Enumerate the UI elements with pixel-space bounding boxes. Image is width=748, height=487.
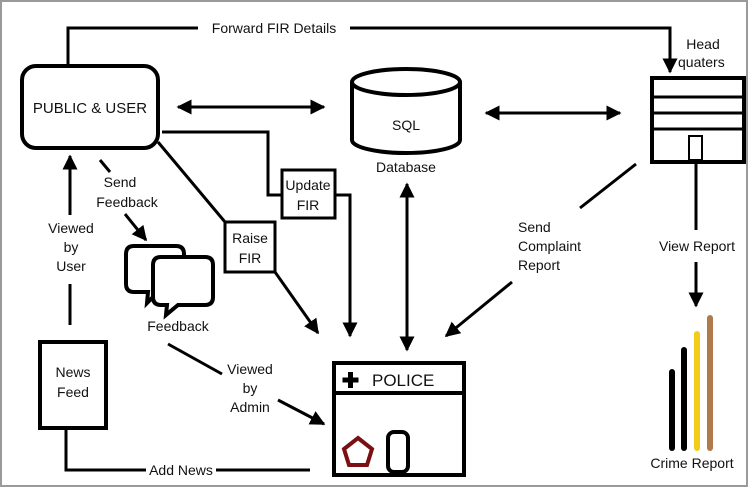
news-feed-node: News Feed bbox=[38, 340, 108, 430]
police-label: POLICE bbox=[372, 371, 434, 390]
edge-viewed-by-user: Viewed by User bbox=[48, 154, 94, 325]
send-feedback-label-line2: Feedback bbox=[96, 194, 158, 210]
edge-send-complaint: Send Complaint Report bbox=[444, 162, 637, 338]
feedback-node: Feedback bbox=[124, 244, 215, 334]
pentagon-icon bbox=[341, 435, 375, 467]
viewed-by-admin-label-line1: Viewed bbox=[227, 361, 273, 377]
viewed-by-user-label-line1: Viewed bbox=[48, 220, 94, 236]
update-fir-label-line1: Update bbox=[285, 177, 330, 193]
view-report-label: View Report bbox=[659, 238, 735, 254]
crime-report-label: Crime Report bbox=[650, 455, 733, 471]
send-complaint-label-line3: Report bbox=[518, 257, 560, 273]
chat-bubbles-icon bbox=[124, 244, 215, 320]
public-user-label: PUBLIC & USER bbox=[33, 100, 147, 117]
plus-icon bbox=[342, 372, 359, 388]
sql-label: SQL bbox=[392, 117, 420, 133]
raise-fir-label-line1: Raise bbox=[232, 230, 268, 246]
viewed-by-user-label-line3: User bbox=[56, 258, 86, 274]
building-icon bbox=[650, 76, 746, 164]
headquarters-label-line2: quaters bbox=[678, 54, 725, 70]
send-complaint-label-line1: Send bbox=[518, 219, 551, 235]
add-news-label: Add News bbox=[149, 462, 213, 478]
bar-chart-icon bbox=[669, 315, 713, 451]
viewed-by-user-label-line2: by bbox=[64, 239, 79, 255]
cylinder-icon bbox=[350, 67, 462, 155]
viewed-by-admin-label-line3: Admin bbox=[230, 399, 270, 415]
feedback-label: Feedback bbox=[147, 318, 209, 334]
database-label: Database bbox=[376, 159, 436, 175]
send-feedback-label-line1: Send bbox=[104, 174, 137, 190]
edge-update-fir: Update FIR bbox=[162, 130, 358, 338]
edge-viewed-by-admin: Viewed by Admin bbox=[167, 342, 326, 426]
edge-forward-fir: Forward FIR Details bbox=[66, 20, 678, 74]
edge-add-news: Add News bbox=[64, 430, 310, 478]
edge-send-feedback: Send Feedback bbox=[96, 159, 159, 242]
update-fir-label-line2: FIR bbox=[297, 197, 320, 213]
news-feed-label-line1: News bbox=[55, 364, 90, 380]
viewed-by-admin-label-line2: by bbox=[243, 380, 258, 396]
headquarters-node: Head quaters bbox=[650, 36, 746, 164]
forward-fir-label: Forward FIR Details bbox=[212, 20, 336, 36]
send-complaint-label-line2: Complaint bbox=[518, 238, 581, 254]
database-node: SQL Database bbox=[350, 67, 462, 175]
crime-report-node: Crime Report bbox=[650, 315, 734, 471]
police-node: POLICE bbox=[332, 361, 466, 477]
raise-fir-label-line2: FIR bbox=[239, 250, 262, 266]
public-user-node: PUBLIC & USER bbox=[20, 64, 160, 150]
headquarters-label-line1: Head bbox=[686, 36, 719, 52]
news-feed-label-line2: Feed bbox=[57, 384, 89, 400]
edge-view-report: View Report bbox=[659, 164, 735, 308]
edge-raise-fir: Raise FIR bbox=[156, 141, 320, 335]
door-icon bbox=[386, 430, 410, 474]
